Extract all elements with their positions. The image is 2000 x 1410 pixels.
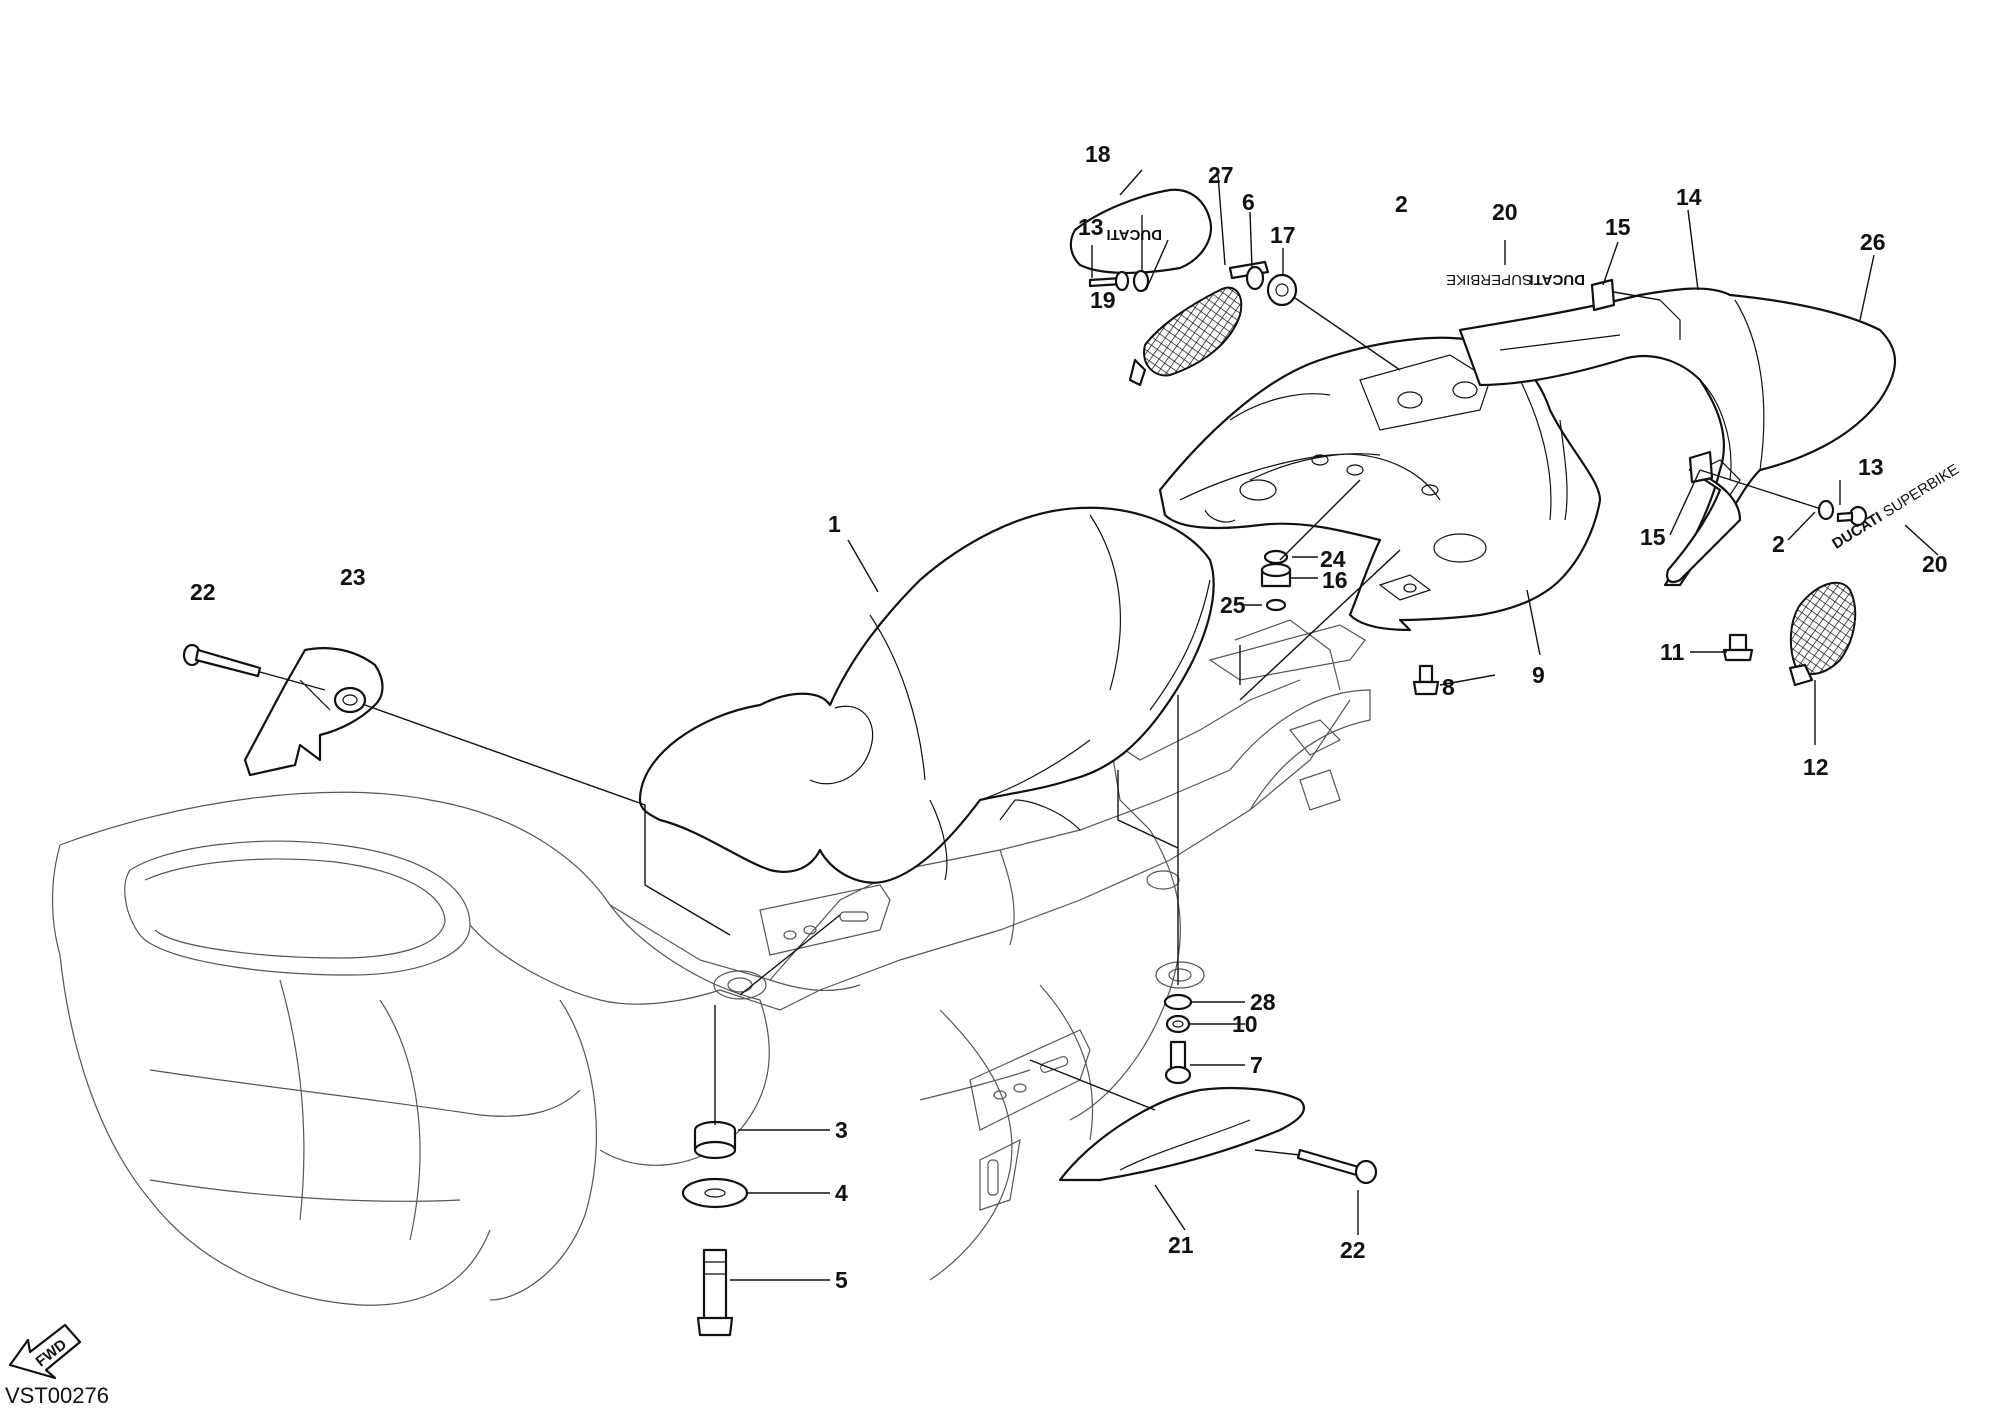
fwd-arrow-shape xyxy=(8,1323,82,1380)
callout-27: 27 xyxy=(1208,162,1234,188)
callout-23: 23 xyxy=(340,564,366,590)
callout-12: 12 xyxy=(1803,754,1829,780)
callout-18: 18 xyxy=(1085,141,1111,167)
decal-right: DUCATI SUPERBIKE xyxy=(1829,461,1962,553)
tail-seat-pan xyxy=(1158,336,1602,632)
callout-13b: 13 xyxy=(1858,454,1884,480)
callout-5: 5 xyxy=(835,1267,848,1293)
callout-10: 10 xyxy=(1232,1011,1258,1037)
callout-2a: 2 xyxy=(1395,191,1408,217)
decal-left-model: SUPERBIKE xyxy=(1446,271,1532,288)
callout-2b: 2 xyxy=(1772,531,1785,557)
cowl-logo-text: DUCATI xyxy=(1106,226,1162,243)
callout-19: 19 xyxy=(1090,287,1116,313)
callouts: 1 2 2 3 4 5 6 7 8 9 10 11 12 13 13 14 15… xyxy=(190,141,1948,1293)
callout-9: 9 xyxy=(1532,662,1545,688)
callout-22b: 22 xyxy=(1340,1237,1366,1263)
decal-left: DUCATI SUPERBIKE xyxy=(1446,271,1585,288)
callout-8: 8 xyxy=(1442,674,1455,700)
callout-13a: 13 xyxy=(1078,214,1104,240)
leader-lines xyxy=(259,169,1939,1281)
tail-cover xyxy=(1458,287,1897,587)
callout-3: 3 xyxy=(835,1117,848,1143)
callout-22a: 22 xyxy=(190,579,216,605)
callout-14: 14 xyxy=(1676,184,1702,210)
callout-26: 26 xyxy=(1860,229,1886,255)
callout-6: 6 xyxy=(1242,189,1255,215)
callout-16: 16 xyxy=(1322,567,1348,593)
passenger-seat-cowl: DUCATI xyxy=(1069,188,1213,275)
right-tail-grille xyxy=(1788,581,1857,687)
callout-15b: 15 xyxy=(1640,524,1666,550)
callout-28: 28 xyxy=(1250,989,1276,1015)
callout-11: 11 xyxy=(1660,639,1685,665)
callout-15a: 15 xyxy=(1605,214,1631,240)
seat-lock-bracket xyxy=(243,647,384,777)
callout-17: 17 xyxy=(1270,222,1296,248)
decal-left-brand: DUCATI xyxy=(1529,271,1585,288)
hardware xyxy=(8,260,1868,1380)
callout-7: 7 xyxy=(1250,1052,1263,1078)
callout-4: 4 xyxy=(835,1180,848,1206)
side-panel xyxy=(1058,1086,1305,1182)
drawing-code: VST00276 xyxy=(5,1383,109,1408)
callout-21: 21 xyxy=(1168,1232,1194,1258)
decal-right-model: SUPERBIKE xyxy=(1880,461,1962,521)
callout-25: 25 xyxy=(1220,592,1246,618)
left-tail-grille xyxy=(1128,286,1243,387)
callout-1: 1 xyxy=(828,511,841,537)
rider-seat xyxy=(638,506,1215,884)
callout-20a: 20 xyxy=(1492,199,1518,225)
callout-24: 24 xyxy=(1320,546,1346,572)
fuel-tank-outline xyxy=(51,791,770,1306)
callout-20b: 20 xyxy=(1922,551,1948,577)
